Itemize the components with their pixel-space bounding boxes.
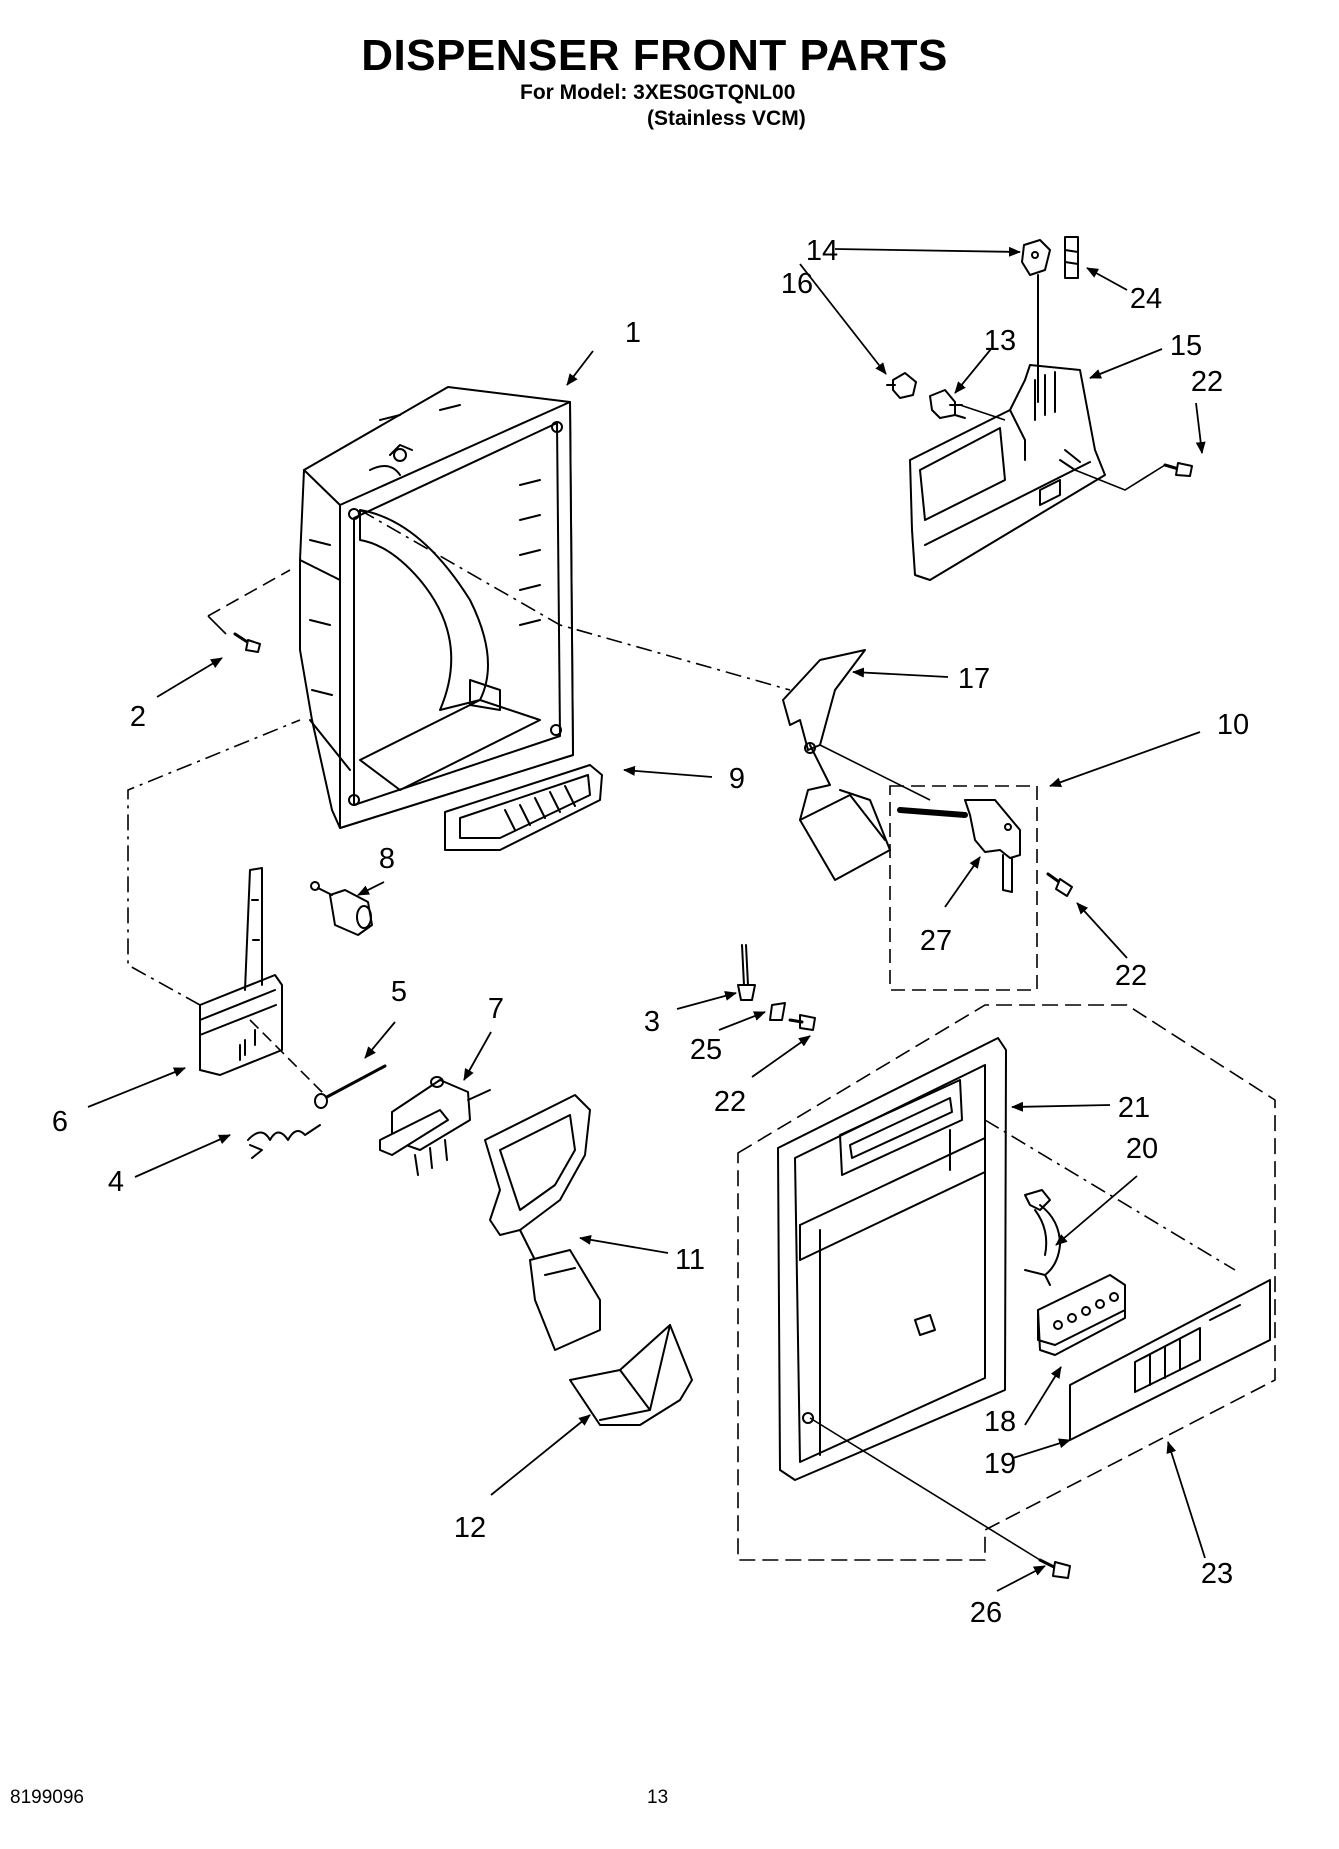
callout-15: 15 [1170, 330, 1202, 362]
callout-25: 25 [690, 1034, 722, 1066]
callout-19: 19 [984, 1448, 1016, 1480]
callout-14: 14 [806, 235, 838, 267]
screw-2-part [233, 632, 261, 653]
callout-21: 21 [1118, 1092, 1150, 1124]
housing-part [299, 386, 574, 829]
wire-harness-part [1024, 1189, 1061, 1286]
control-board-part [1037, 1274, 1126, 1356]
sensor-part [1021, 239, 1051, 403]
funnel-part [569, 1324, 693, 1426]
light-bracket-part [909, 364, 1106, 581]
bulb-part [886, 372, 917, 399]
callout-2: 2 [130, 701, 146, 733]
page-title: DISPENSER FRONT PARTS [361, 31, 948, 80]
plate-part [1064, 236, 1079, 279]
actuator-part [897, 799, 1021, 893]
callout-5: 5 [391, 976, 407, 1008]
doc-number: 8199096 [10, 1787, 84, 1808]
drip-tray-part [444, 764, 603, 851]
callout-16: 16 [781, 268, 813, 300]
variant-line: (Stainless VCM) [647, 107, 806, 130]
callout-22b: 22 [1115, 960, 1147, 992]
callout-22c: 22 [714, 1086, 746, 1118]
screw-22b-part [1163, 462, 1193, 477]
front-panel-part [777, 1037, 1007, 1481]
motor-part [310, 881, 373, 936]
socket-part [929, 389, 966, 419]
callout-13: 13 [984, 325, 1016, 357]
switch-part [737, 944, 816, 1031]
shaft-part [314, 1064, 387, 1109]
lever-arm-part [782, 649, 891, 881]
callout-8: 8 [379, 843, 395, 875]
spring-part [247, 1124, 321, 1159]
screw-22a-part [1046, 872, 1073, 897]
model-line: For Model: 3XES0GTQNL00 [520, 81, 796, 104]
callout-1: 1 [625, 317, 641, 349]
chute-bracket-part [484, 1094, 601, 1351]
callout-22a: 22 [1191, 366, 1223, 398]
page-number: 13 [647, 1787, 669, 1808]
callout-7: 7 [488, 993, 504, 1025]
decal-part [1069, 1279, 1271, 1441]
crusher-module-part [199, 867, 283, 1076]
callout-12: 12 [454, 1512, 486, 1544]
callout-6: 6 [52, 1106, 68, 1138]
callout-4: 4 [108, 1166, 124, 1198]
callout-3: 3 [644, 1006, 660, 1038]
callout-18: 18 [984, 1406, 1016, 1438]
callout-24: 24 [1130, 283, 1162, 315]
callout-9: 9 [729, 763, 745, 795]
callout-11: 11 [675, 1244, 705, 1276]
callout-26: 26 [970, 1597, 1002, 1629]
solenoid-part [379, 1076, 491, 1176]
callout-10: 10 [1217, 709, 1249, 741]
page-header: DISPENSER FRONT PARTS [0, 30, 1339, 82]
callout-23: 23 [1201, 1558, 1233, 1590]
callout-17: 17 [958, 663, 990, 695]
callout-labels: 1 2 3 4 5 6 7 8 9 10 11 12 13 14 15 16 1… [52, 235, 1249, 1629]
callout-27: 27 [920, 925, 952, 957]
screw-26-part [1038, 1558, 1071, 1579]
callout-20: 20 [1126, 1133, 1158, 1165]
